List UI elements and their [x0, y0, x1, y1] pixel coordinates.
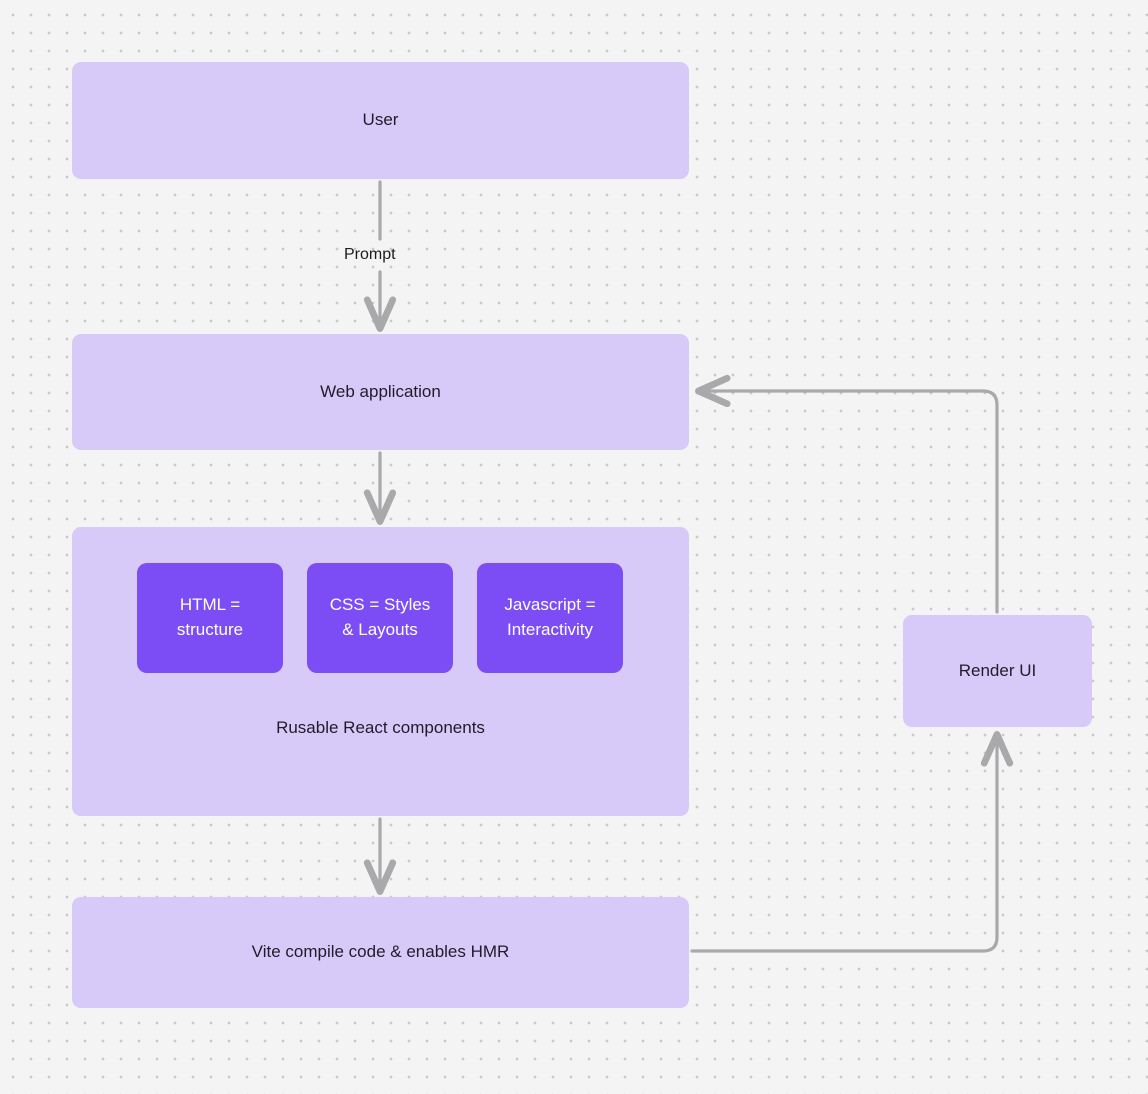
node-web-application[interactable]: Web application — [72, 334, 689, 450]
edge-render-to-webapp — [700, 391, 999, 614]
edge-vite-to-render — [690, 736, 997, 953]
node-react-components[interactable]: HTML = structure CSS = Styles & Layouts … — [72, 527, 689, 816]
chip-css[interactable]: CSS = Styles & Layouts — [307, 563, 453, 673]
node-vite-label: Vite compile code & enables HMR — [251, 942, 510, 962]
node-web-application-label: Web application — [320, 381, 441, 401]
node-user[interactable]: User — [72, 62, 689, 179]
edge-label-prompt: Prompt — [344, 246, 396, 263]
node-vite[interactable]: Vite compile code & enables HMR — [72, 897, 689, 1008]
node-render-ui-label: Render UI — [958, 660, 1037, 680]
chip-html-label: HTML = structure — [176, 595, 244, 639]
node-react-components-label: Rusable React components — [276, 718, 485, 737]
chip-javascript-label: Javascript = Interactivity — [504, 595, 596, 639]
chip-javascript[interactable]: Javascript = Interactivity — [477, 563, 623, 673]
node-user-label: User — [362, 110, 399, 130]
chip-row: HTML = structure CSS = Styles & Layouts … — [137, 563, 623, 673]
chip-html[interactable]: HTML = structure — [137, 563, 283, 673]
chip-css-label: CSS = Styles & Layouts — [329, 595, 431, 639]
node-render-ui[interactable]: Render UI — [903, 615, 1092, 727]
